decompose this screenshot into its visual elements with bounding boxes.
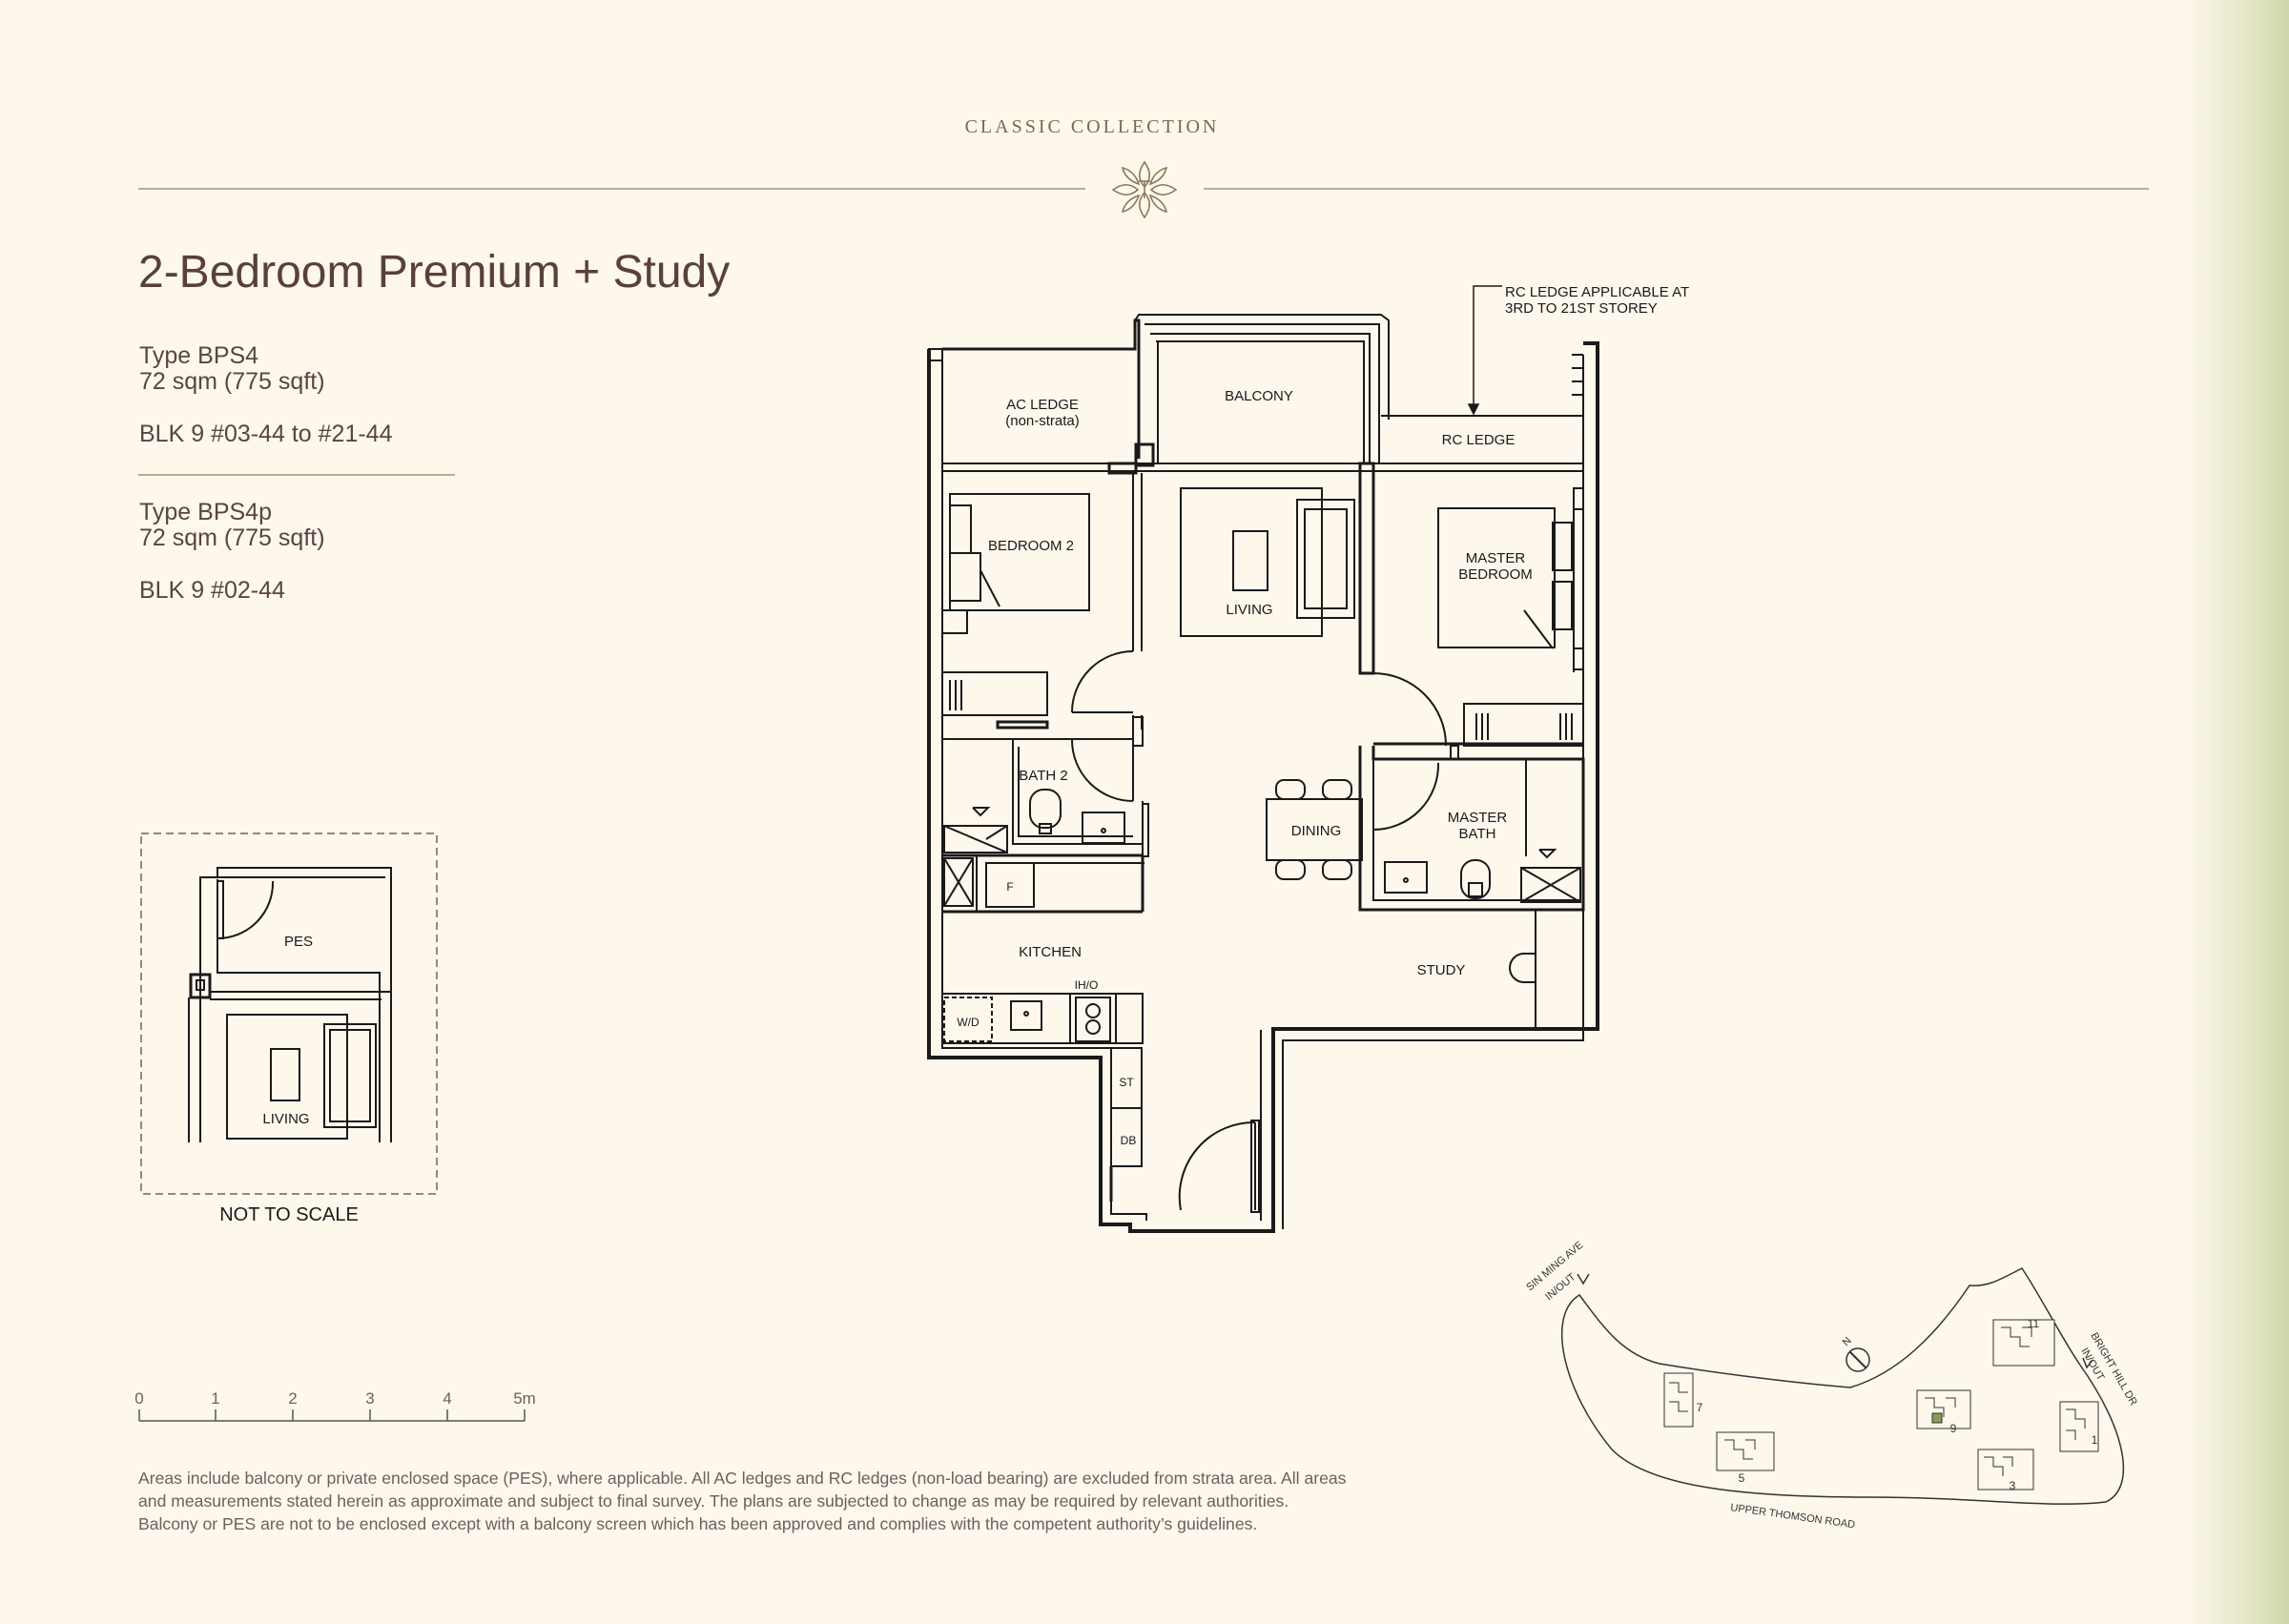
disclaimer-line-3: Balcony or PES are not to be enclosed ex… bbox=[138, 1514, 1258, 1533]
type-bps4p-area: 72 sqm (775 sqft) bbox=[139, 524, 325, 551]
scale-label-4: 4 bbox=[443, 1389, 451, 1408]
room-master-bedroom-line2: BEDROOM bbox=[1458, 566, 1533, 583]
disclaimer-line-1: Areas include balcony or private enclose… bbox=[138, 1469, 1347, 1488]
type-bps4p-name: Type BPS4p bbox=[139, 499, 272, 525]
fixture-washer-dryer: W/D bbox=[957, 1016, 980, 1029]
room-rc-ledge: RC LEDGE bbox=[1442, 432, 1516, 448]
room-master-bath-line1: MASTER bbox=[1448, 810, 1508, 826]
room-master-bath-line2: BATH bbox=[1459, 826, 1496, 842]
scale-label-1: 1 bbox=[211, 1389, 219, 1408]
decorative-side-gradient bbox=[2184, 0, 2289, 1624]
type-bps4p-units: BLK 9 #02-44 bbox=[139, 577, 285, 604]
info-divider bbox=[138, 474, 455, 476]
room-dining: DINING bbox=[1291, 823, 1342, 839]
disclaimer-line-2: and measurements stated herein as approx… bbox=[138, 1491, 1289, 1511]
not-to-scale-caption: NOT TO SCALE bbox=[219, 1204, 359, 1225]
room-master-bedroom-line1: MASTER bbox=[1466, 550, 1526, 566]
scale-label-2: 2 bbox=[288, 1389, 297, 1408]
pes-living-label: LIVING bbox=[262, 1111, 309, 1127]
room-kitchen: KITCHEN bbox=[1019, 944, 1082, 960]
room-balcony: BALCONY bbox=[1225, 388, 1293, 404]
scale-label-0: 0 bbox=[134, 1389, 143, 1408]
scale-label-5m: 5m bbox=[513, 1389, 536, 1408]
rc-ledge-note-line1: RC LEDGE APPLICABLE AT bbox=[1505, 284, 1689, 300]
header-rule-right bbox=[1204, 188, 2149, 190]
block-11-label: 11 bbox=[2028, 1317, 2040, 1330]
block-5-label: 5 bbox=[1739, 1471, 1745, 1485]
type-bps4-units: BLK 9 #03-44 to #21-44 bbox=[139, 421, 393, 447]
road-upper-thomson: UPPER THOMSON ROAD bbox=[1730, 1502, 1856, 1531]
scale-bar: 0 1 2 3 4 5m bbox=[134, 1389, 536, 1422]
collection-heading: CLASSIC COLLECTION bbox=[964, 116, 1220, 137]
type-bps4-name: Type BPS4 bbox=[139, 342, 259, 369]
scale-label-3: 3 bbox=[365, 1389, 374, 1408]
block-9-label: 9 bbox=[1950, 1422, 1957, 1435]
header-rule-left bbox=[138, 188, 1085, 190]
block-1-label: 1 bbox=[2092, 1433, 2098, 1447]
type-bps4-area: 72 sqm (775 sqft) bbox=[139, 368, 325, 395]
leaf-emblem-icon bbox=[1111, 160, 1178, 219]
pes-label: PES bbox=[284, 934, 313, 950]
north-label: N bbox=[1841, 1335, 1854, 1348]
rc-ledge-note-line2: 3RD TO 21ST STOREY bbox=[1505, 300, 1658, 317]
room-living: LIVING bbox=[1226, 602, 1272, 618]
pes-inset: PES LIVING NOT TO SCALE bbox=[140, 833, 438, 1225]
room-bedroom-2: BEDROOM 2 bbox=[988, 538, 1074, 554]
block-7-label: 7 bbox=[1697, 1401, 1703, 1414]
disclaimer: Areas include balcony or private enclose… bbox=[138, 1467, 1626, 1535]
fixture-db: DB bbox=[1121, 1134, 1137, 1147]
room-ac-ledge: AC LEDGE bbox=[1006, 397, 1079, 413]
fixture-hob: IH/O bbox=[1075, 978, 1099, 992]
room-ac-ledge-note: (non-strata) bbox=[1005, 413, 1080, 429]
fixture-store: ST bbox=[1119, 1076, 1134, 1089]
fixture-fridge: F bbox=[1006, 880, 1013, 894]
room-study: STUDY bbox=[1417, 962, 1466, 978]
unit-title: 2-Bedroom Premium + Study bbox=[138, 247, 731, 298]
room-bath-2: BATH 2 bbox=[1019, 768, 1067, 784]
block-3-label: 3 bbox=[2010, 1479, 2016, 1492]
